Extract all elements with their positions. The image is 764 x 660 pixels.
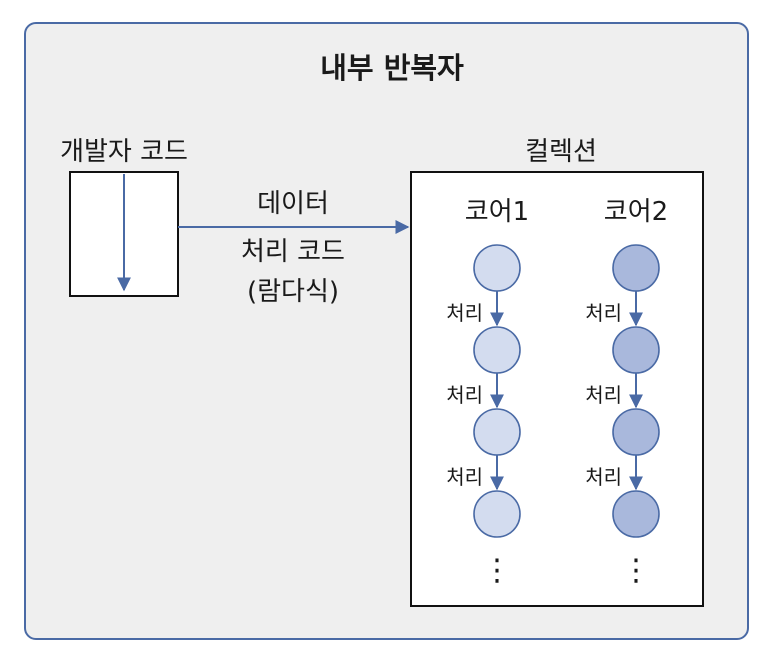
core2-ellipsis: ⋮ — [621, 553, 651, 588]
core1-process-label: 처리 — [446, 383, 483, 407]
collection-label: 컬렉션 — [525, 137, 597, 167]
core2-task-circle — [612, 244, 660, 292]
core2-process-label: 처리 — [585, 301, 622, 325]
core1-task-circle — [473, 490, 521, 538]
collection-box — [410, 171, 704, 607]
diagram-title: 내부 반복자 — [320, 51, 464, 85]
arrow-label-data: 데이터 — [257, 189, 329, 219]
core2-task-circle — [612, 326, 660, 374]
core1-task-circle — [473, 244, 521, 292]
core1-process-label: 처리 — [446, 301, 483, 325]
core1-task-circle — [473, 408, 521, 456]
core2-task-circle — [612, 490, 660, 538]
core1-ellipsis: ⋮ — [482, 553, 512, 588]
core1-process-label: 처리 — [446, 465, 483, 489]
core2-label: 코어2 — [604, 197, 668, 227]
developer-code-label: 개발자 코드 — [60, 137, 188, 167]
arrow-label-lambda: (람다식) — [247, 277, 339, 307]
arrow-label-processing-code: 처리 코드 — [241, 237, 345, 267]
core2-process-label: 처리 — [585, 383, 622, 407]
core2-process-label: 처리 — [585, 465, 622, 489]
core1-task-circle — [473, 326, 521, 374]
core2-task-circle — [612, 408, 660, 456]
core1-label: 코어1 — [465, 197, 529, 227]
